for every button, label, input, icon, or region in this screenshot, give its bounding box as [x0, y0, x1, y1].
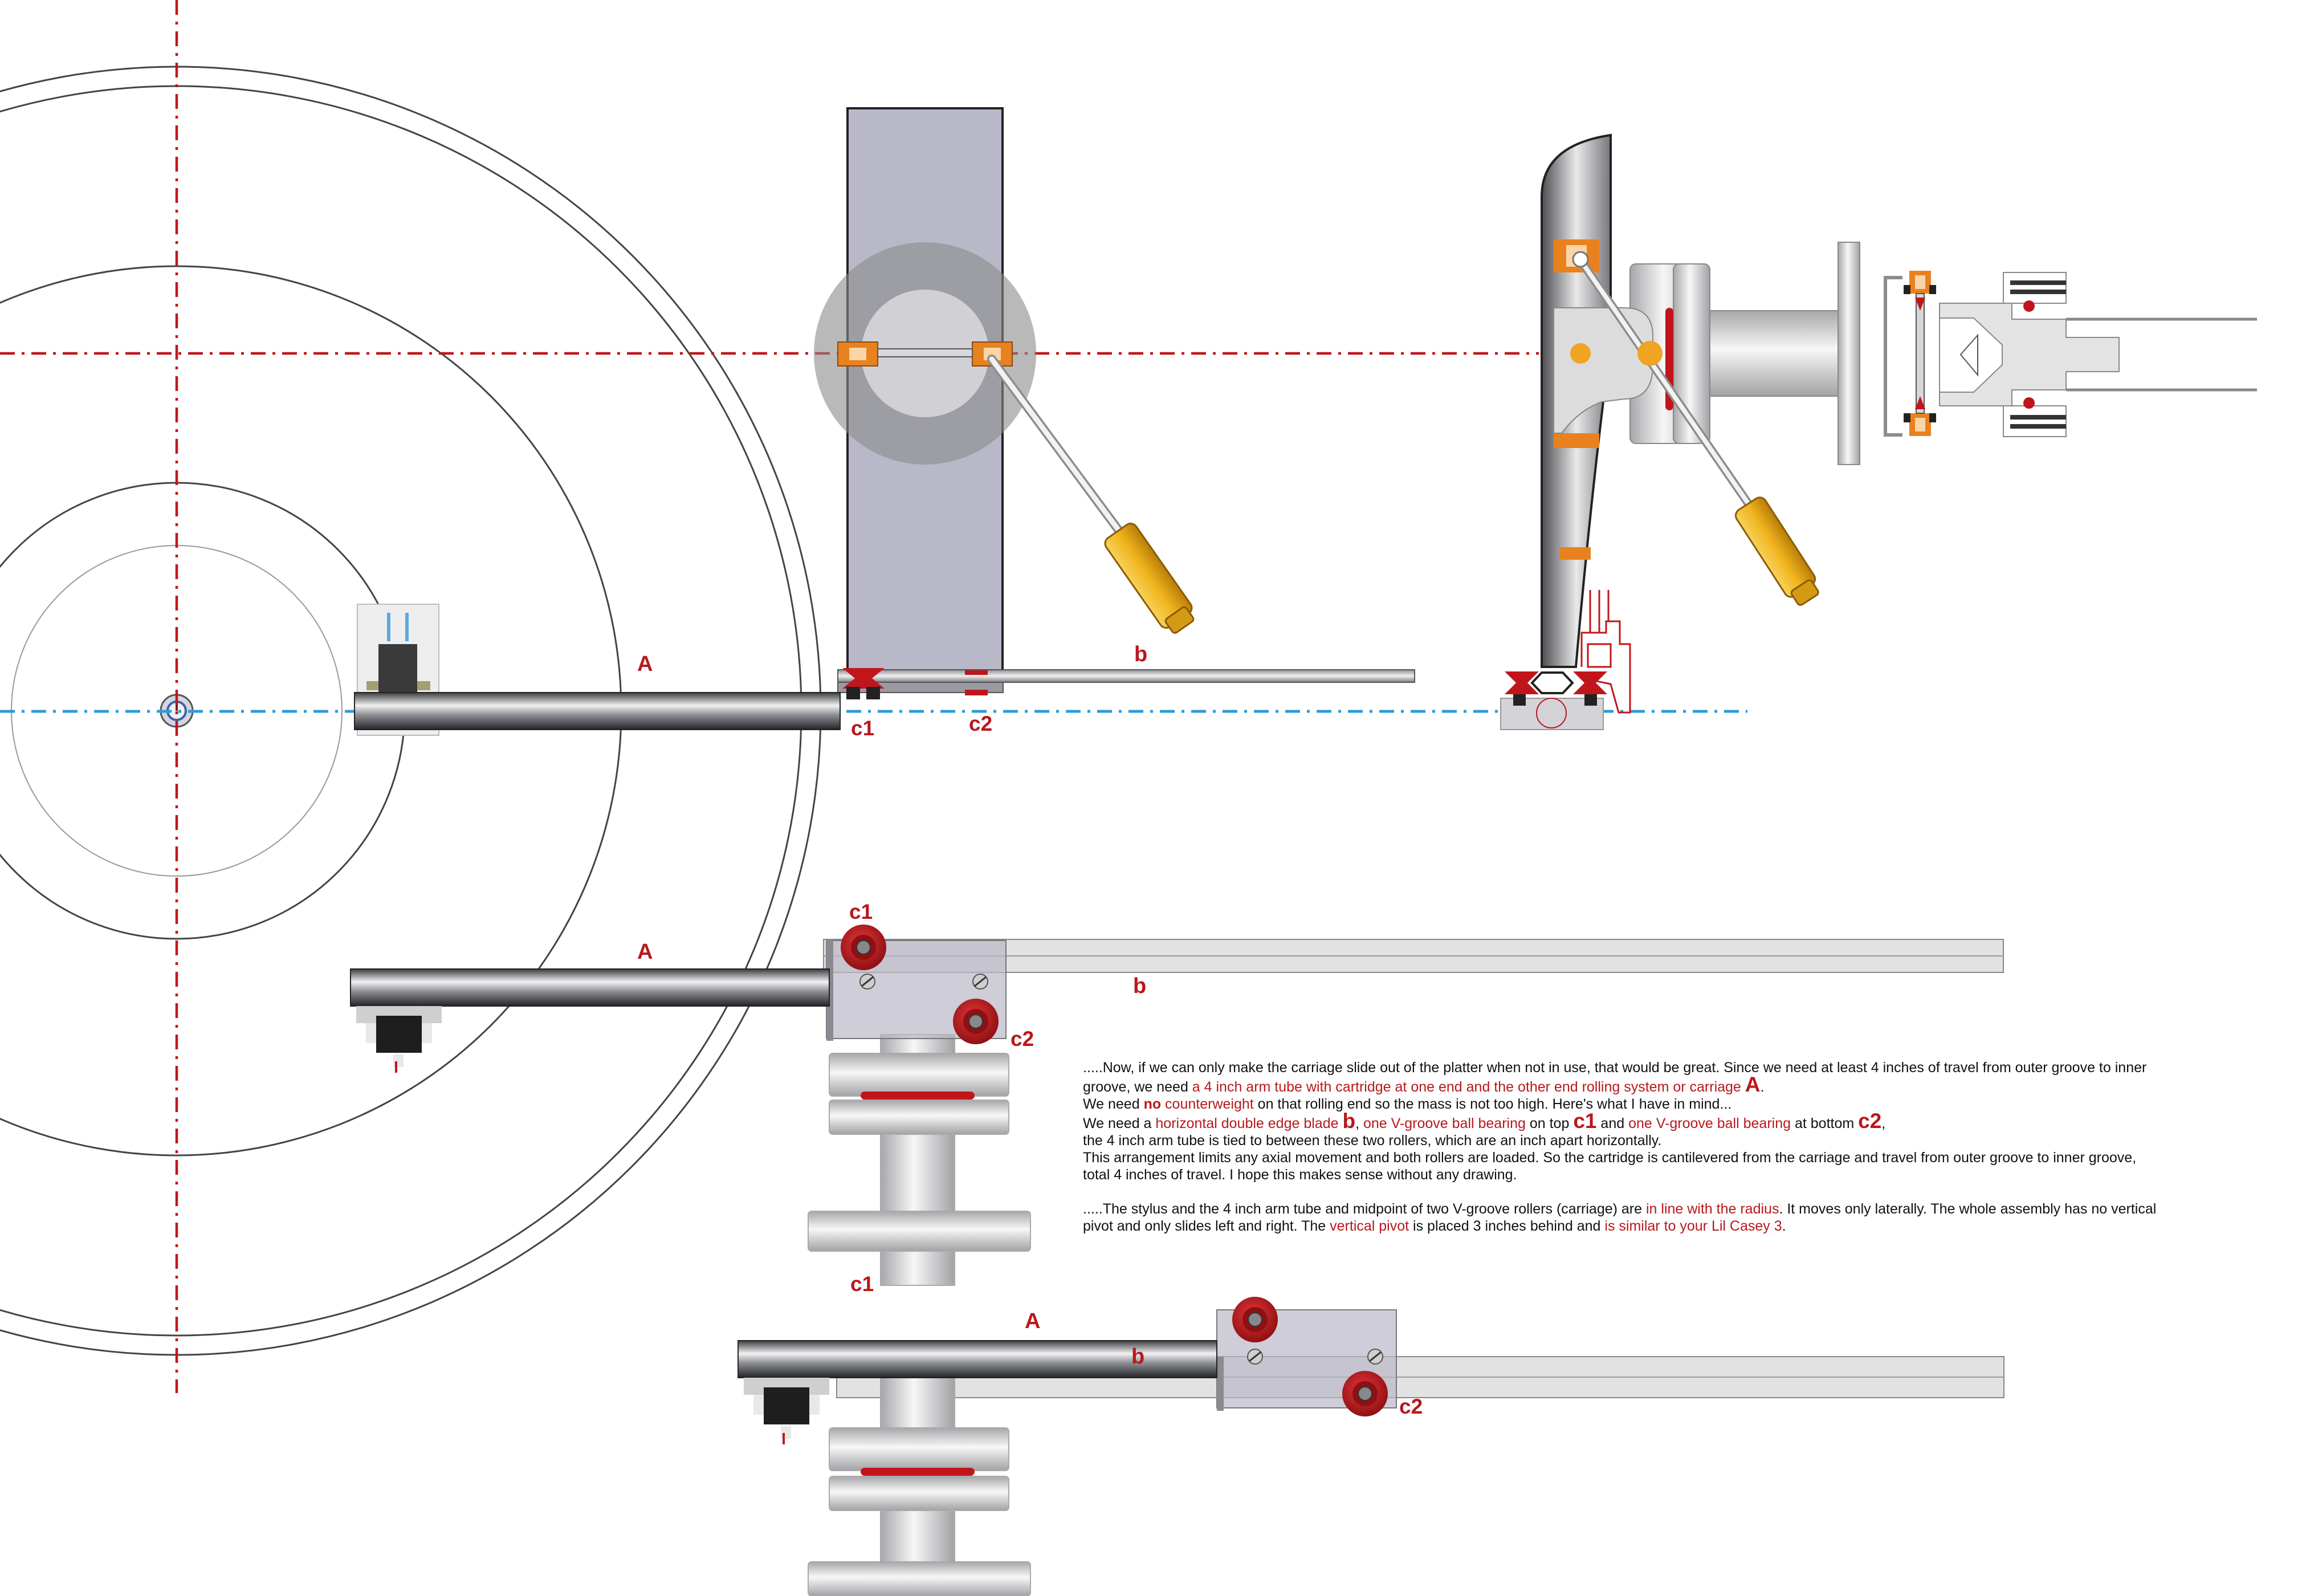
front-view-bottom — [738, 1297, 2004, 1596]
note-highlight: a 4 inch arm tube with cartridge at one … — [1192, 1079, 1741, 1095]
label-b-middle: b — [1133, 974, 1146, 998]
label-c2-bottom: c2 — [1399, 1395, 1423, 1418]
note-highlight: one V-groove ball bearing — [1363, 1115, 1526, 1131]
label-c1-top: c1 — [851, 716, 874, 740]
front-view-middle — [350, 925, 2004, 1286]
cartridge-front-bottom — [744, 1378, 829, 1444]
note-text: . — [1782, 1218, 1786, 1234]
note-text: .....The stylus and the 4 inch arm tube … — [1083, 1201, 1646, 1217]
note-highlight: in line with the radius — [1645, 1201, 1779, 1217]
note-label-b: b — [1342, 1109, 1356, 1133]
note-text: on that rolling end so the mass is not t… — [1253, 1096, 1732, 1112]
label-c2-middle: c2 — [1011, 1027, 1034, 1051]
note-paragraph-4: the 4 inch arm tube is tied to between t… — [1083, 1133, 1662, 1149]
lift-lever-top-view — [987, 355, 1195, 634]
pivot-detail-view — [1884, 271, 2257, 437]
center-lines — [0, 0, 1747, 1393]
note-spacer — [1083, 1183, 2166, 1200]
label-c1-middle: c1 — [849, 900, 873, 923]
arm-tube-front-middle — [350, 968, 830, 1007]
note-highlight: one V-groove ball bearing — [1628, 1115, 1791, 1131]
note-text: .....Now, if we can only make the carria… — [1083, 1060, 2147, 1095]
roller-carriage-side-view — [1500, 671, 1607, 730]
note-text: , — [1881, 1115, 1886, 1131]
note-text: , — [1355, 1115, 1363, 1131]
lift-lever-side-view — [1572, 251, 1819, 606]
note-highlight: counterweight — [1161, 1096, 1254, 1112]
label-b-top: b — [1134, 642, 1147, 666]
note-text: We need a — [1083, 1115, 1156, 1131]
explanation-text: .....Now, if we can only make the carria… — [1083, 1059, 2166, 1235]
pivot-side-view — [1500, 133, 1860, 730]
label-c1-column: c1 — [850, 1272, 874, 1296]
note-text: is placed 3 inches behind and — [1409, 1218, 1605, 1234]
label-a-top: A — [637, 652, 653, 676]
label-a-bottom: A — [1025, 1309, 1040, 1333]
arm-tube-front-bottom — [738, 1340, 1217, 1378]
note-paragraph-3: We need a horizontal double edge blade b… — [1083, 1110, 2166, 1132]
note-text: . — [1760, 1079, 1765, 1095]
label-c2-top: c2 — [969, 712, 992, 735]
rollers-top-view — [842, 668, 988, 699]
bearing-c2-icon — [953, 999, 999, 1044]
blade-top-view — [837, 669, 1415, 693]
note-paragraph-5: This arrangement limits any axial moveme… — [1083, 1150, 2137, 1183]
arm-tube-top-view — [354, 692, 841, 730]
note-highlight: vertical pivot — [1330, 1218, 1409, 1234]
note-paragraph-6: .....The stylus and the 4 inch arm tube … — [1083, 1200, 2166, 1235]
bearing-c1-lower-icon — [1232, 1297, 1278, 1342]
note-bold: no — [1143, 1096, 1162, 1112]
bearing-c1-icon — [841, 925, 886, 970]
note-text: at bottom — [1791, 1115, 1859, 1131]
note-paragraph-1: .....Now, if we can only make the carria… — [1083, 1059, 2166, 1096]
diagram-labels: A b c1 c2 c1 A b c2 c1 A b c2 — [637, 642, 1423, 1418]
note-label-a: A — [1745, 1073, 1761, 1096]
label-a-middle: A — [637, 940, 653, 964]
top-view-assembly — [354, 107, 1415, 736]
note-label-c1: c1 — [1573, 1109, 1597, 1133]
note-text: and — [1596, 1115, 1629, 1131]
note-text: on top — [1525, 1115, 1574, 1131]
note-text: We need — [1083, 1096, 1144, 1112]
note-label-c2: c2 — [1858, 1109, 1882, 1133]
cartridge-side-view — [1580, 590, 1631, 714]
cartridge-front-middle — [356, 1006, 442, 1073]
label-b-bottom: b — [1131, 1345, 1144, 1369]
note-paragraph-2: We need no counterweight on that rolling… — [1083, 1096, 2166, 1113]
note-highlight: is similar to your Lil Casey 3 — [1604, 1218, 1782, 1234]
note-text: . It moves only laterally. The whole ass… — [1083, 1201, 2157, 1234]
bearing-c2-lower-icon — [1342, 1371, 1388, 1416]
note-highlight: horizontal double edge blade — [1155, 1115, 1339, 1131]
